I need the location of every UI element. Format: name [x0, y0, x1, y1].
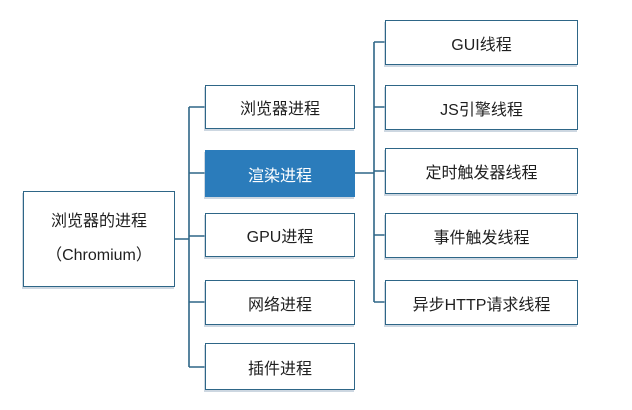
root-node-subtitle: （Chromium）	[46, 247, 152, 264]
node-label: 网络进程	[247, 296, 312, 314]
node-label: 渲染进程	[247, 167, 312, 185]
node-render-process: 渲染进程	[205, 150, 355, 197]
root-node-title: 浏览器的进程	[50, 213, 147, 230]
node-label: GUI线程	[451, 36, 512, 54]
node-chromium-process: 浏览器的进程 （Chromium）	[23, 191, 175, 287]
node-gui-thread: GUI线程	[385, 20, 578, 65]
node-js-engine-thread: JS引擎线程	[385, 85, 578, 130]
connector-render-to-threads	[355, 41, 385, 303]
node-label: 异步HTTP请求线程	[412, 296, 551, 314]
node-timer-trigger-thread: 定时触发器线程	[385, 148, 578, 194]
node-gpu-process: GPU进程	[205, 213, 355, 257]
node-plugin-process: 插件进程	[205, 343, 355, 390]
node-label: JS引擎线程	[440, 101, 523, 119]
node-label: 事件触发线程	[433, 229, 530, 247]
node-network-process: 网络进程	[205, 280, 355, 325]
node-async-http-thread: 异步HTTP请求线程	[385, 280, 578, 325]
connector-root-to-processes	[175, 106, 205, 368]
node-label: GPU进程	[246, 229, 314, 246]
node-label: 定时触发器线程	[425, 165, 538, 182]
node-label: 浏览器进程	[239, 101, 320, 118]
node-label: 插件进程	[247, 360, 312, 378]
node-browser-process: 浏览器进程	[205, 85, 355, 129]
node-event-trigger-thread: 事件触发线程	[385, 213, 578, 258]
